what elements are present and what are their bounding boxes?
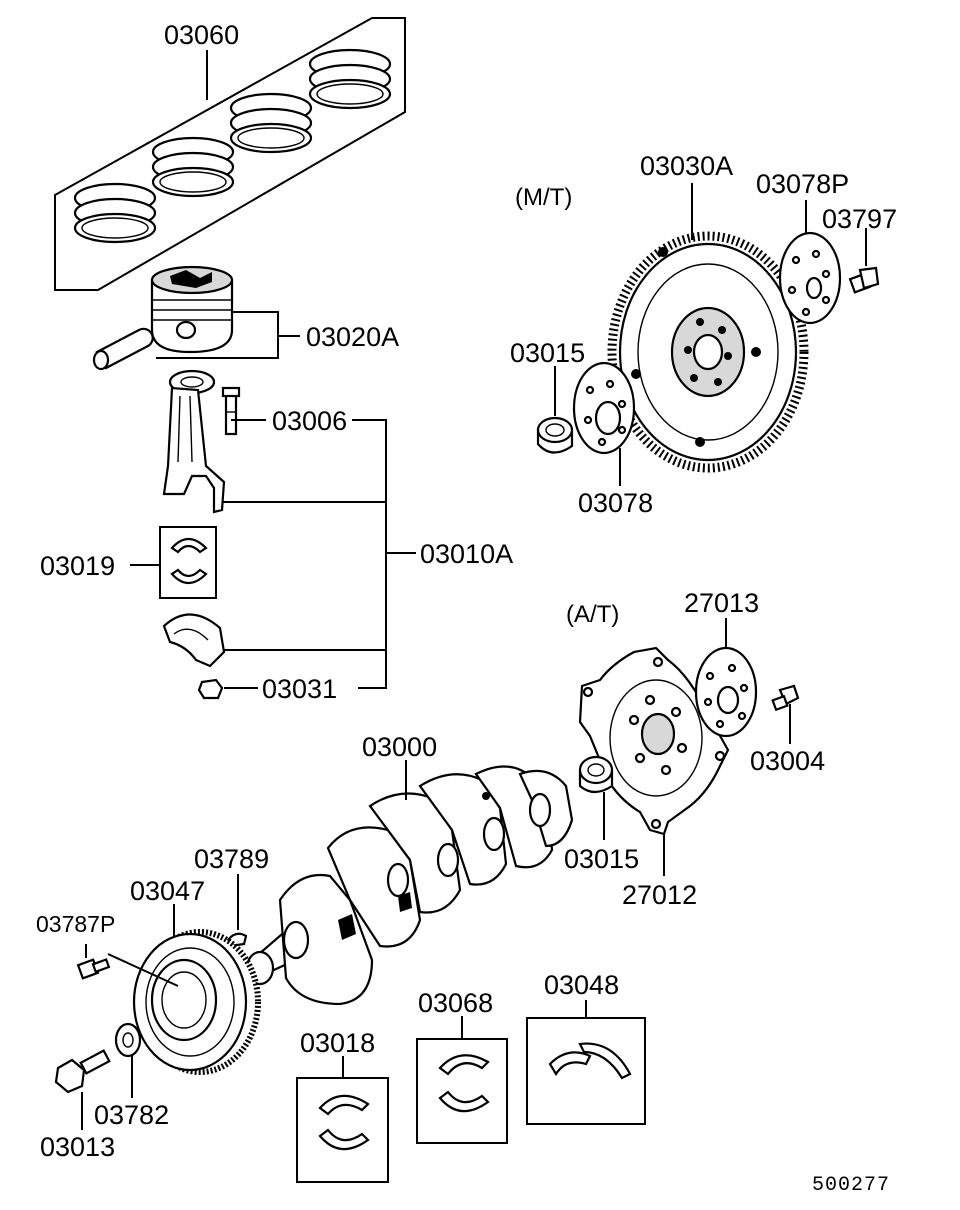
flywheel-plate-03078P xyxy=(778,231,842,325)
crankshaft xyxy=(245,765,574,1006)
label-03078: 03078 xyxy=(578,488,653,518)
label-03000: 03000 xyxy=(362,732,437,762)
piston-pin xyxy=(92,327,154,371)
piston-ring-3 xyxy=(229,92,313,154)
bearing-box-03048 xyxy=(526,1017,646,1125)
diagram-reference-number: 500277 xyxy=(812,1174,890,1197)
con-rod-bolt xyxy=(221,386,241,436)
caption-manual-transmission: (M/T) xyxy=(515,184,572,211)
label-03015-at: 03015 xyxy=(564,844,639,874)
label-03787P: 03787P xyxy=(36,911,115,937)
label-03047: 03047 xyxy=(130,876,205,906)
label-27012: 27012 xyxy=(622,880,697,910)
label-03013: 03013 xyxy=(40,1132,115,1162)
label-03018: 03018 xyxy=(300,1028,375,1058)
piston-ring-4 xyxy=(308,48,392,110)
drive-plate-bolt xyxy=(771,684,800,712)
bearing-box-03019 xyxy=(159,526,217,599)
piston-ring-1 xyxy=(73,182,157,244)
pilot-bushing-mt xyxy=(536,416,574,454)
piston-ring-2 xyxy=(151,136,235,198)
label-03010A: 03010A xyxy=(420,539,513,569)
flywheel xyxy=(607,231,809,473)
drive-plate-adapter-27013 xyxy=(694,646,758,738)
label-03789: 03789 xyxy=(194,844,269,874)
label-03030A: 03030A xyxy=(640,151,733,181)
label-03020A: 03020A xyxy=(306,322,399,352)
label-03048: 03048 xyxy=(544,970,619,1000)
con-rod-cap xyxy=(162,613,226,668)
crankshaft-pulley xyxy=(132,929,261,1075)
bearing-box-03018 xyxy=(296,1077,389,1183)
connecting-rod xyxy=(162,369,226,514)
label-03015-mt: 03015 xyxy=(510,338,585,368)
pulley-bolt xyxy=(54,1049,111,1094)
pulley-washer xyxy=(114,1022,142,1058)
label-03006: 03006 xyxy=(272,406,347,436)
label-27013: 27013 xyxy=(684,588,759,618)
pilot-bushing-at xyxy=(578,755,614,794)
caption-automatic-transmission: (A/T) xyxy=(566,601,619,628)
flywheel-plate-03078 xyxy=(572,361,636,455)
label-03078P: 03078P xyxy=(756,169,849,199)
con-rod-nut xyxy=(197,678,224,700)
label-03060: 03060 xyxy=(164,20,239,50)
flywheel-bolt xyxy=(848,266,880,294)
label-03797: 03797 xyxy=(822,204,897,234)
bearing-box-03068 xyxy=(416,1038,508,1144)
label-03031: 03031 xyxy=(262,674,337,704)
label-03004: 03004 xyxy=(750,746,825,776)
label-03068: 03068 xyxy=(418,988,493,1018)
label-03782: 03782 xyxy=(94,1100,169,1130)
drive-plate xyxy=(578,646,730,836)
piston xyxy=(150,265,234,354)
pulley-screw xyxy=(76,958,111,980)
label-03019: 03019 xyxy=(40,551,115,581)
piston-ring-set xyxy=(54,17,406,291)
